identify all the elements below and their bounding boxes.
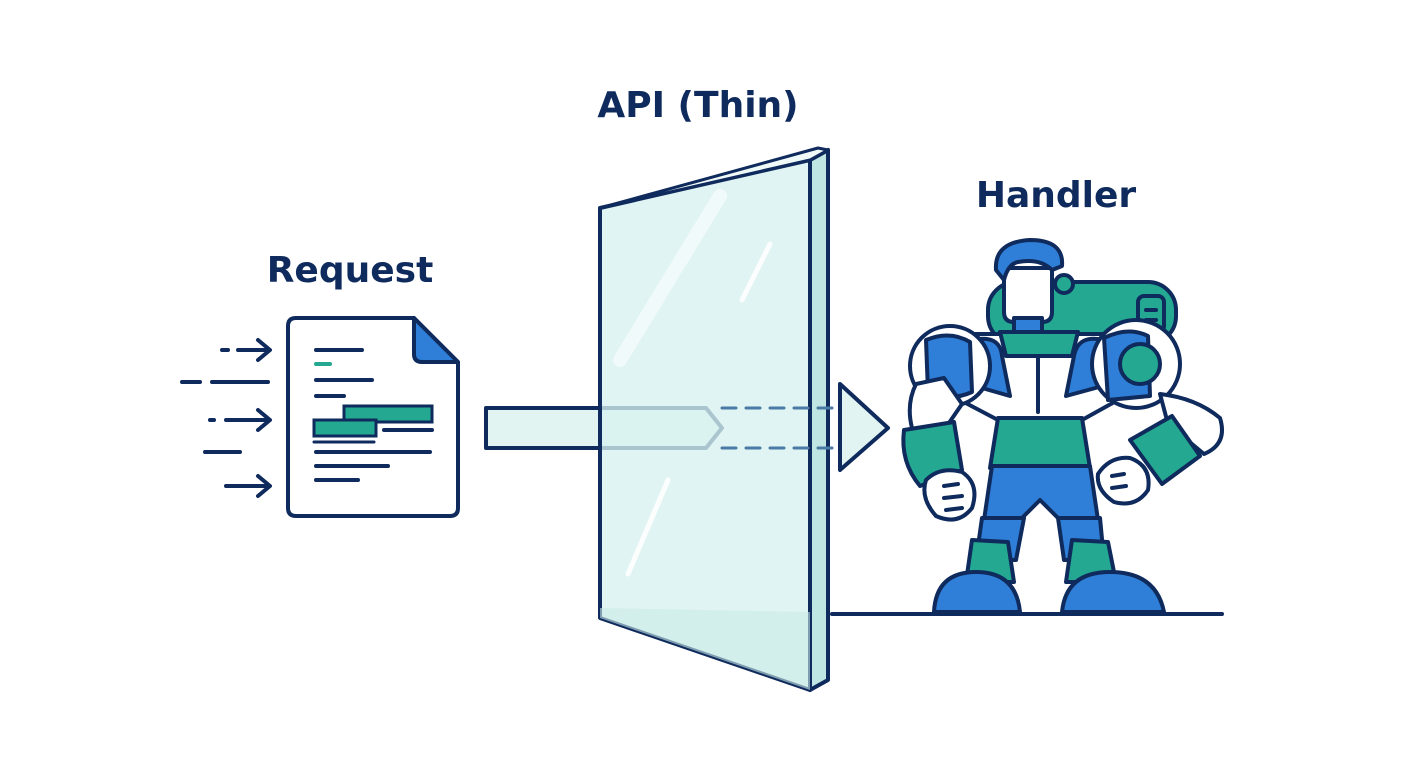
motion-arrow-3 (208, 408, 272, 432)
flow-arrow-dashes (720, 406, 838, 450)
flow-arrow-head (838, 382, 890, 472)
robot-icon (901, 238, 1224, 614)
handler-label: Handler (975, 175, 1137, 216)
request-label: Request (266, 250, 434, 291)
motion-arrow-5 (224, 474, 272, 498)
glass-pane-icon (598, 146, 830, 692)
motion-arrow-1 (220, 338, 272, 362)
api-label: API (Thin) (597, 85, 799, 126)
motion-arrows (180, 338, 272, 498)
document-icon (286, 316, 460, 518)
